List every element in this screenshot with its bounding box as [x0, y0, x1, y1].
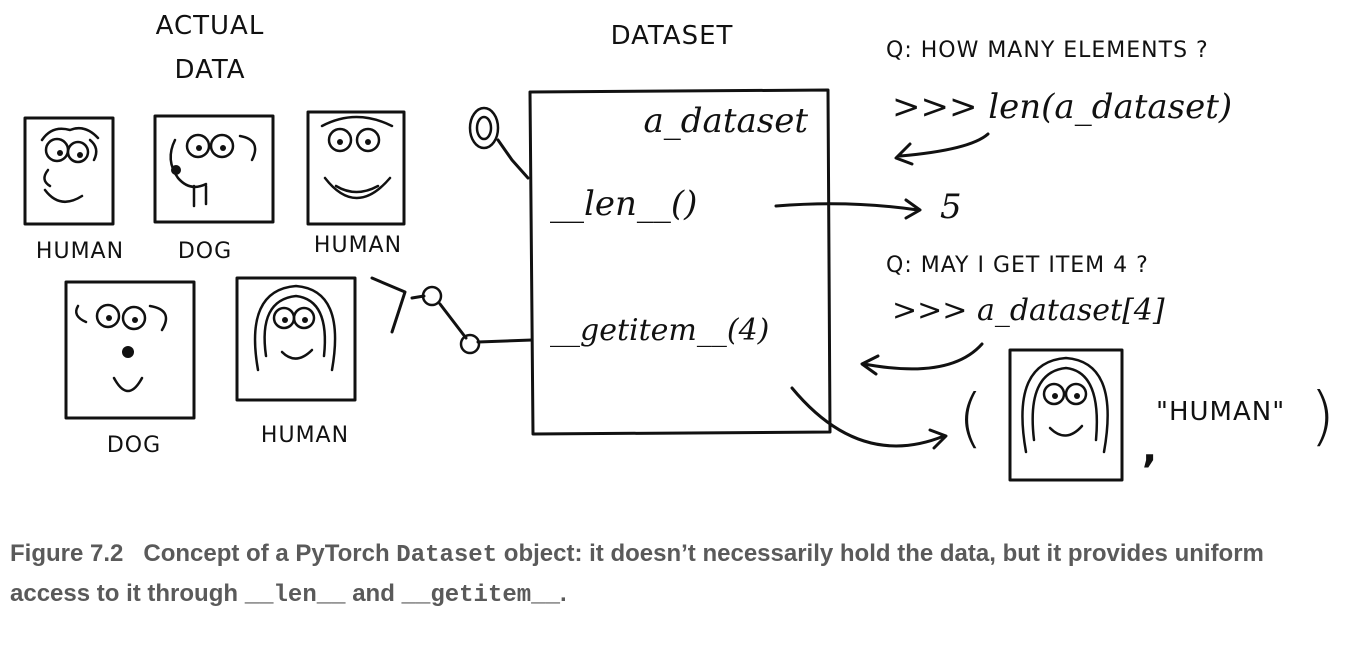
caption-code-getitem: __getitem__	[401, 582, 560, 609]
item-label: HUMAN	[36, 239, 124, 264]
human-face-icon	[40, 127, 100, 203]
caption-text: and	[345, 580, 402, 607]
long-hair-human-face-icon	[1021, 356, 1109, 454]
tuple-label: "HUMAN"	[1156, 397, 1285, 427]
len-method: __len__()	[550, 184, 697, 224]
item-label: HUMAN	[261, 423, 349, 448]
figure-caption: Figure 7.2 Concept of a PyTorch Dataset o…	[10, 535, 1330, 615]
tuple-open-paren: (	[958, 382, 983, 456]
caption-text: object: it doesn’t necessarily hold the …	[10, 540, 1264, 607]
item-label: HUMAN	[314, 233, 402, 258]
dataset-concept-diagram: ACTUAL DATA DATASET HUMAN DOG	[23, 11, 1335, 482]
dataset-heading: DATASET	[611, 21, 734, 51]
actual-data-heading-line2: DATA	[175, 55, 246, 85]
human-face-icon	[320, 115, 394, 200]
tuple-comma: ,	[1142, 426, 1157, 472]
figure-number: Figure 7.2	[10, 540, 124, 567]
question-len: Q: HOW MANY ELEMENTS ?	[886, 38, 1209, 63]
robotic-arm-icon	[370, 276, 534, 355]
result-arrow-len	[774, 198, 922, 220]
data-item-4: DOG	[64, 280, 196, 458]
data-item-5: HUMAN	[235, 276, 357, 448]
dataset-box: a_dataset __len__() __getitem__(4)	[528, 88, 832, 436]
caption-code-dataset: Dataset	[396, 542, 498, 569]
result-arrow-item	[790, 386, 948, 450]
dog-face-icon	[169, 133, 257, 208]
dataset-instance-name: a_dataset	[644, 101, 809, 141]
actual-data-heading-line1: ACTUAL	[156, 11, 265, 41]
data-item-1: HUMAN	[23, 116, 124, 264]
item-label: DOG	[107, 433, 161, 458]
getitem-method: __getitem__(4)	[550, 313, 769, 348]
caption-code-len: __len__	[244, 582, 346, 609]
returned-tuple: ( , "HUMAN" )	[958, 348, 1335, 482]
item-label: DOG	[178, 239, 232, 264]
long-hair-human-face-icon	[253, 284, 337, 372]
tuple-close-paren: )	[1310, 380, 1335, 454]
call-item: >>> a_dataset[4]	[892, 293, 1165, 328]
answer-len: 5	[940, 187, 962, 227]
data-item-2: DOG	[153, 114, 275, 264]
crank-icon	[468, 106, 530, 180]
call-arrow-item	[860, 342, 984, 376]
question-item: Q: MAY I GET ITEM 4 ?	[886, 253, 1149, 278]
call-arrow-len	[894, 132, 990, 166]
dog-face-icon	[75, 303, 168, 393]
data-item-3: HUMAN	[306, 110, 406, 258]
caption-text: Concept of a PyTorch	[143, 540, 397, 567]
caption-text: .	[559, 580, 567, 607]
call-len: >>> len(a_dataset)	[892, 87, 1232, 127]
